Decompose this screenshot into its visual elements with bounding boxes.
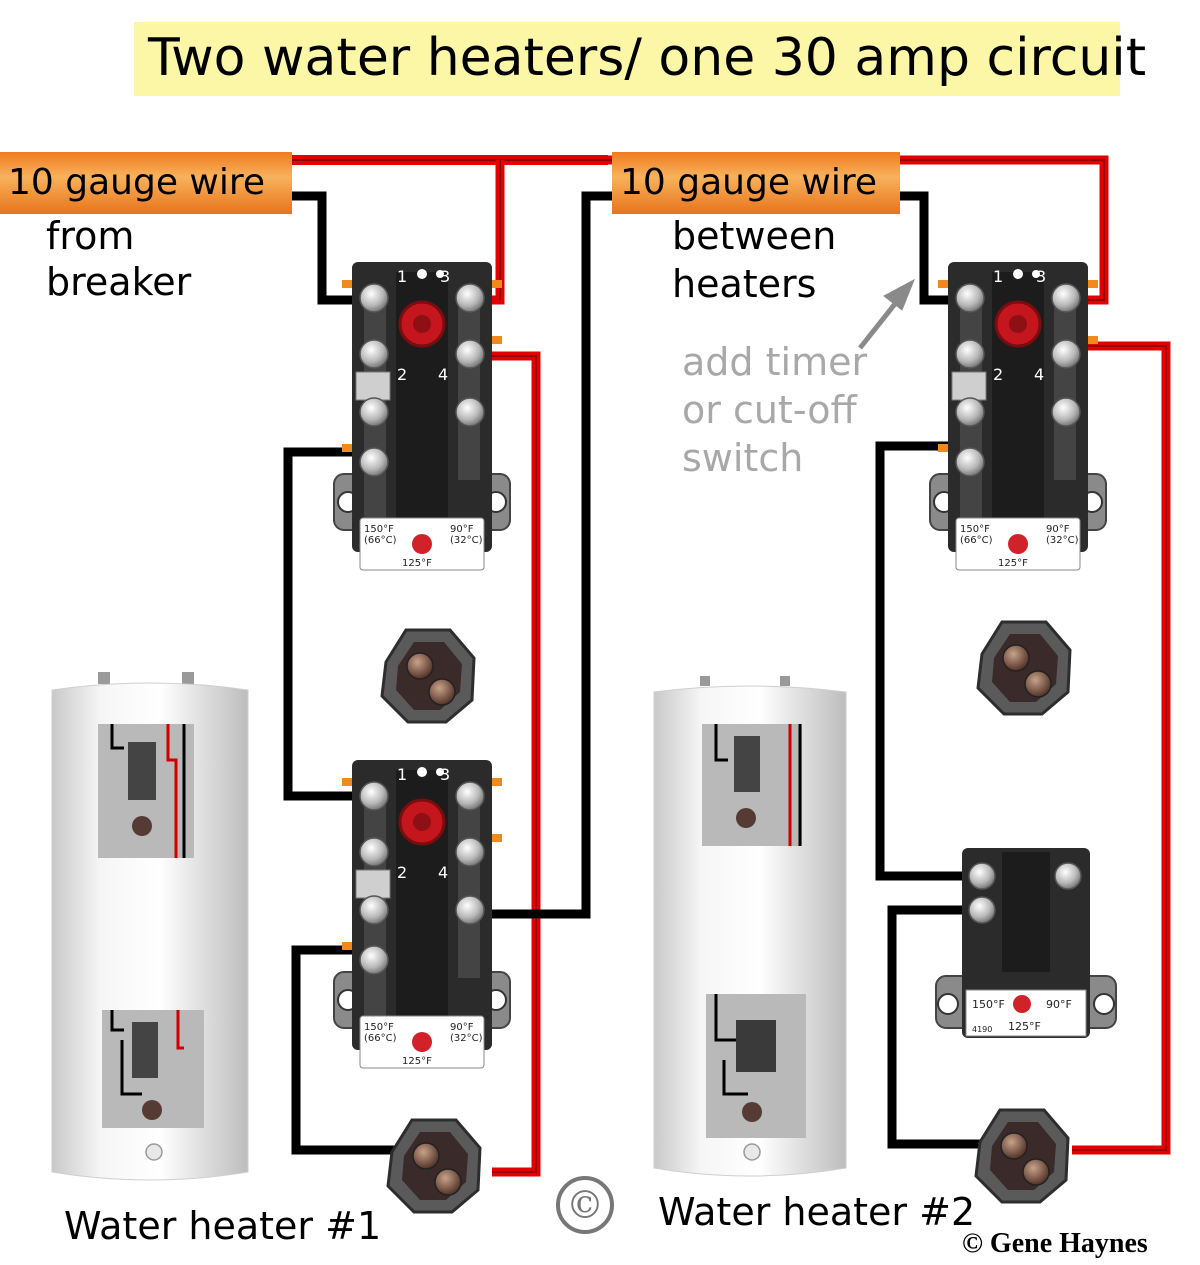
neutral-wire-between-heaters (480, 191, 612, 919)
heater1-upper-thermostat (332, 260, 512, 572)
heater2-label: Water heater #2 (658, 1190, 976, 1234)
terminal-label: 3 (440, 765, 450, 784)
hot-wire-heater2-element (1072, 341, 1171, 1155)
dial-label: (32°C) (450, 535, 483, 546)
terminal-label: 2 (397, 365, 407, 384)
dial-label: (32°C) (1046, 535, 1079, 546)
heater2-upper-element (976, 620, 1072, 716)
dial-label: 90°F (1046, 524, 1070, 535)
dial-label: 90°F (1046, 998, 1072, 1011)
dial-label: 150°F (364, 524, 394, 535)
neutral-wire-heater2-upper-lower (875, 441, 968, 881)
dial-label: 90°F (450, 524, 474, 535)
dial-label: (66°C) (960, 535, 993, 546)
heater1-label: Water heater #1 (64, 1204, 382, 1248)
timer-arrow (858, 278, 915, 350)
neutral-wire-heater2-lower-element (887, 905, 1000, 1149)
note-cut-off: or cut-off (682, 388, 857, 432)
dial-label: 125°F (1008, 1020, 1041, 1033)
dial-label: (32°C) (450, 1033, 483, 1044)
dial-label: 150°F (364, 1022, 394, 1033)
heater1-lower-element (386, 1118, 482, 1214)
heater1-upper-element (380, 628, 476, 724)
heater2-lower-element (974, 1108, 1070, 1204)
page-title: Two water heaters/ one 30 amp circuit (148, 28, 1147, 88)
neutral-wire-supply (290, 191, 362, 305)
heater1-lower-thermostat (332, 758, 512, 1070)
copyright-mark: © (556, 1176, 614, 1234)
terminal-label: 1 (397, 765, 407, 784)
note-from: from (46, 214, 135, 258)
heater2-upper-thermostat (928, 260, 1108, 572)
dial-label: 150°F (960, 524, 990, 535)
dial-label: (66°C) (364, 1033, 397, 1044)
note-add-timer: add timer (682, 340, 868, 384)
neutral-wire-lower-element (291, 945, 400, 1155)
terminal-label: 4 (1034, 365, 1044, 384)
neutral-wire-upper-lower (283, 447, 362, 801)
terminal-label: 4 (438, 365, 448, 384)
model-label: 4190 (972, 1025, 992, 1034)
dial-label: 90°F (450, 1022, 474, 1033)
terminal-label: 2 (397, 863, 407, 882)
wire-label-supply: 10 gauge wire (0, 152, 292, 214)
terminal-label: 1 (397, 267, 407, 286)
terminal-label: 1 (993, 267, 1003, 286)
heater2-lower-thermostat: 150°F 90°F 125°F 4190 (935, 848, 1117, 1038)
note-between: between (672, 214, 837, 258)
dial-label: 150°F (972, 998, 1005, 1011)
note-breaker: breaker (46, 260, 192, 304)
wire-label-between: 10 gauge wire (612, 152, 900, 214)
hot-wire-upper4-element (484, 351, 541, 1177)
water-heater-1-tank (51, 672, 249, 1181)
terminal-label: 2 (993, 365, 1003, 384)
dial-label: (66°C) (364, 535, 397, 546)
water-heater-2-tank (653, 676, 847, 1177)
terminal-label: 3 (440, 267, 450, 286)
dial-label: 125°F (402, 558, 432, 569)
dial-label: 125°F (998, 558, 1028, 569)
neutral-wire-heater2 (900, 191, 958, 305)
terminal-label: 3 (1036, 267, 1046, 286)
note-switch: switch (682, 436, 804, 480)
dial-label: 125°F (402, 1056, 432, 1067)
note-heaters: heaters (672, 262, 817, 306)
title-banner (134, 22, 1120, 96)
author-credit: © Gene Haynes (962, 1228, 1148, 1259)
terminal-label: 4 (438, 863, 448, 882)
